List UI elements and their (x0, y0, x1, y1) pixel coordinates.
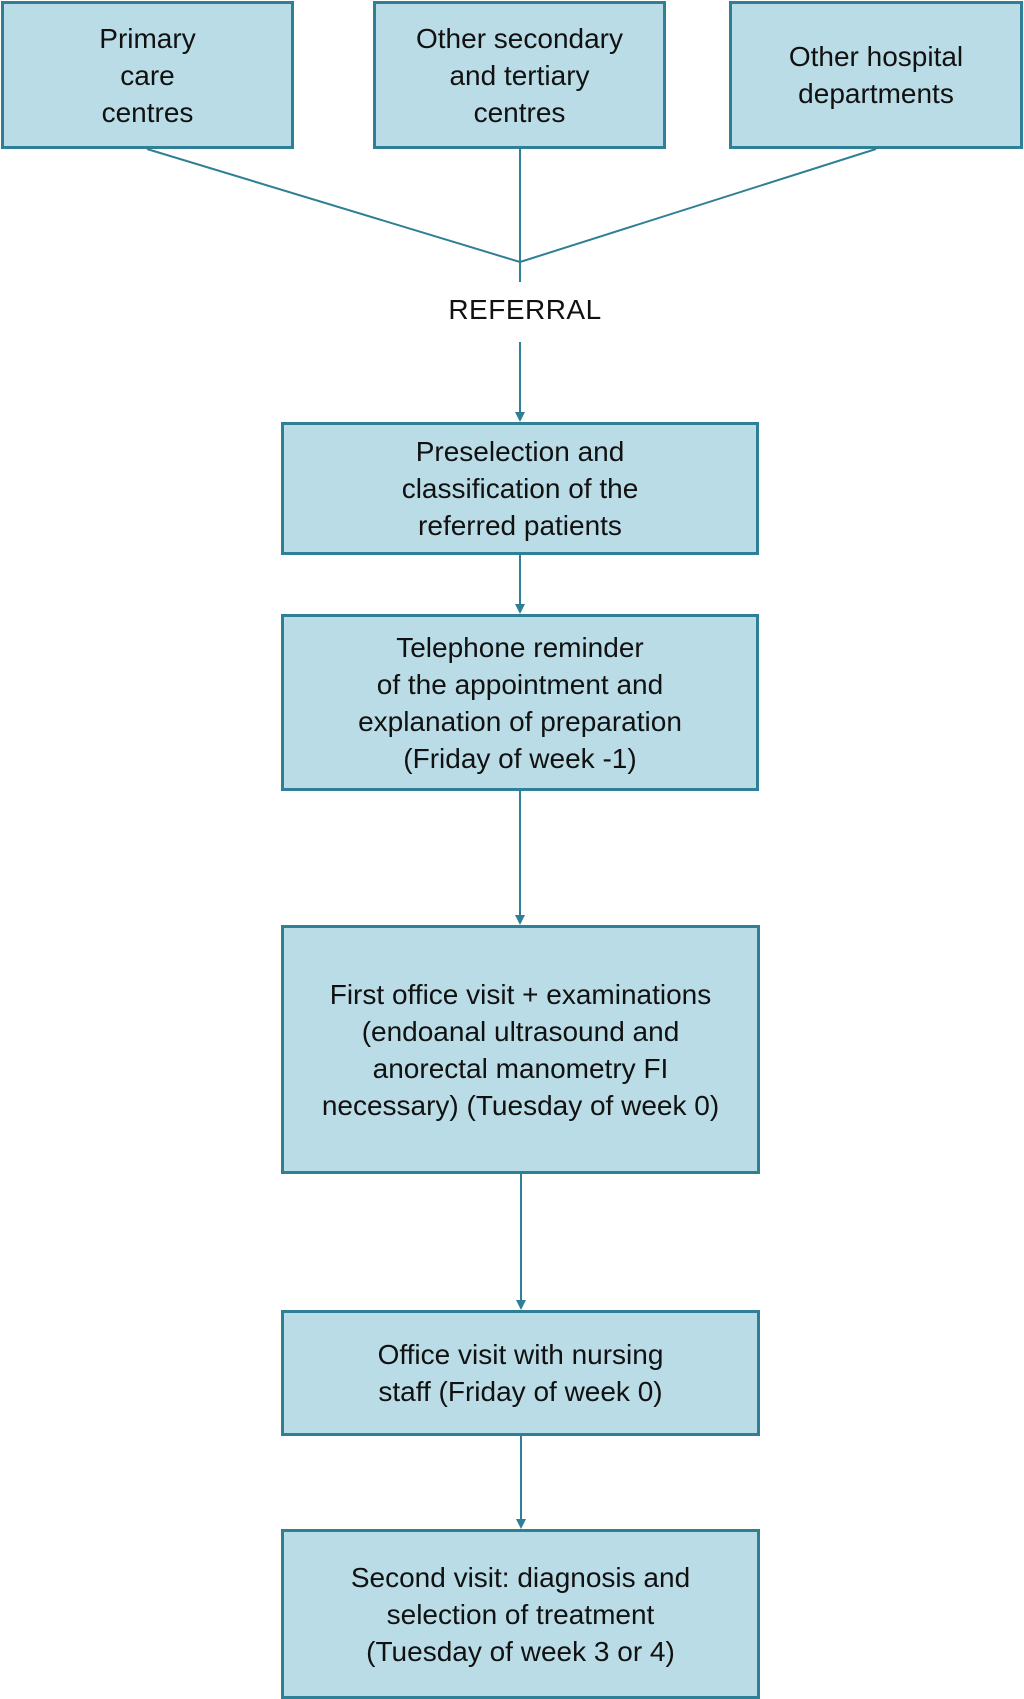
connector-hospital-to-junction (519, 148, 877, 263)
step-second-visit-box: Second visit: diagnosis and selection of… (281, 1529, 760, 1699)
step-first-office-visit-label: First office visit + examinations (endoa… (321, 978, 720, 1121)
step-preselection-box: Preselection and classification of the r… (281, 422, 759, 555)
step-first-office-visit-box: First office visit + examinations (endoa… (281, 925, 760, 1174)
source-other-centres-box: Other secondary and tertiary centres (373, 1, 666, 149)
connector-primary-to-junction (146, 148, 521, 263)
step-nursing-visit-label: Office visit with nursing staff (Friday … (377, 1339, 664, 1407)
source-hospital-departments-label: Other hospital departments (788, 41, 964, 109)
step-telephone-reminder-box: Telephone reminder of the appointment an… (281, 614, 759, 791)
referral-label: REFERRAL (448, 294, 602, 325)
source-hospital-departments-box: Other hospital departments (729, 1, 1023, 149)
step-second-visit-label: Second visit: diagnosis and selection of… (350, 1561, 691, 1667)
step-telephone-reminder-label: Telephone reminder of the appointment an… (358, 631, 682, 774)
source-primary-care-label: Primary care centres (99, 22, 196, 128)
source-other-centres-label: Other secondary and tertiary centres (416, 22, 623, 128)
step-preselection-label: Preselection and classification of the r… (401, 436, 639, 541)
source-primary-care-box: Primary care centres (1, 1, 294, 149)
step-nursing-visit-box: Office visit with nursing staff (Friday … (281, 1310, 760, 1436)
